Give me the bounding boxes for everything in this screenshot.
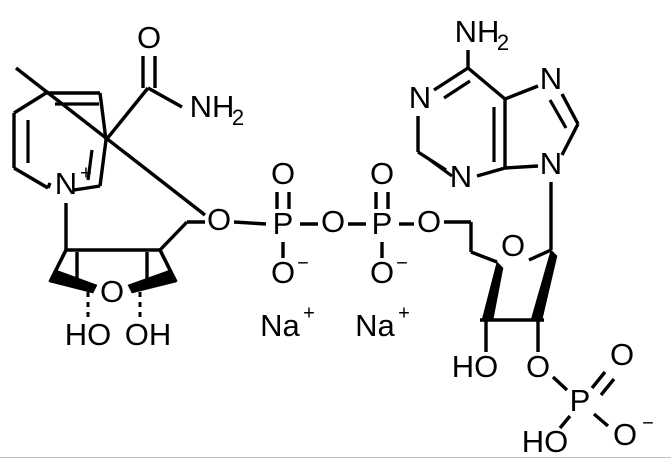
label-bridge-oxygen-c5prime: O xyxy=(207,202,231,237)
label-phosphate1-anion-charge: − xyxy=(297,252,309,274)
label-adenine-n1: N xyxy=(409,80,431,115)
label-pyridinium-charge: + xyxy=(80,162,92,184)
label-phosphate1-anion-oxygen: O xyxy=(271,255,295,290)
bond-c2-n1 xyxy=(73,184,101,192)
bond-left-ribose-c4-to-c5 xyxy=(158,220,189,252)
label-phosphate2: P xyxy=(372,206,393,241)
label-sodium-ion-2: Na xyxy=(355,308,395,343)
bond-ring-right-inner-double xyxy=(86,149,94,181)
label-amide-nitrogen: NH xyxy=(190,89,235,124)
label-phosphate3-anion-charge: − xyxy=(642,412,654,434)
bond-p3-double-b xyxy=(599,377,616,397)
label-sodium-ion-2-charge: + xyxy=(398,302,410,324)
label-phosphate3-oxygen-double: O xyxy=(610,337,634,372)
label-adenine-n9: N xyxy=(540,146,562,181)
two-prime-phosphate-group: P O O − HO xyxy=(522,337,654,459)
label-phosphate3-ester-oxygen: O xyxy=(526,349,550,384)
label-adenine-n7: N xyxy=(540,61,562,96)
nicotinamide-ring: N + xyxy=(12,91,108,250)
adenine-base: NH 2 N N N xyxy=(409,14,580,250)
label-phosphate2-anion-oxygen: O xyxy=(370,255,394,290)
pyrophosphate-group: P O O − O P O O − O xyxy=(233,156,441,290)
bond-c5-c6 xyxy=(466,66,507,101)
bond-p3-to-anion-oxygen xyxy=(592,412,610,428)
label-left-ribose-hydroxyl-right: OH xyxy=(125,317,172,352)
bottom-divider xyxy=(0,457,671,458)
label-right-ribose-ring-oxygen: O xyxy=(501,228,525,263)
label-bridging-oxygen: O xyxy=(321,204,345,239)
wedge-left-ribose-right xyxy=(127,269,177,294)
label-phosphate3: P xyxy=(570,383,591,418)
bond-ring-to-n xyxy=(46,182,52,189)
label-amide-nitrogen-subscript: 2 xyxy=(232,105,244,130)
label-left-ribose-hydroxyl-left: HO xyxy=(65,317,112,352)
bond-c6-n1 xyxy=(433,66,469,92)
bond-c3-to-carbonyl xyxy=(104,86,150,142)
label-phosphate3-hydroxyl: HO xyxy=(522,424,569,459)
label-adenine-amino: NH xyxy=(455,14,500,49)
label-phosphate1-oxygen-double: O xyxy=(271,156,295,191)
bond-ring-left-lower xyxy=(13,166,49,190)
bond-c5-to-c4 xyxy=(470,250,498,264)
bond-n7-c8-inner-double xyxy=(548,99,568,129)
anomeric-crossing-bond xyxy=(14,66,207,217)
label-amide-oxygen: O xyxy=(137,20,161,55)
bond-p3-double-a xyxy=(590,370,607,390)
left-ribose-ring: O HO OH O xyxy=(48,202,231,352)
label-sodium-ion-1-charge: + xyxy=(303,302,315,324)
wedge-right-ribose-left xyxy=(481,261,504,321)
bond-c5-n7 xyxy=(504,84,539,101)
label-adenine-amino-subscript: 2 xyxy=(497,30,509,55)
label-adenine-n3: N xyxy=(450,159,472,194)
bond-ring-right-lower xyxy=(98,139,108,187)
label-pyridinium-nitrogen: N xyxy=(55,166,77,201)
bond-esteroxygen-to-p3 xyxy=(551,375,569,392)
bond-n7-c8 xyxy=(560,93,580,125)
bond-ring-left-upper xyxy=(13,91,47,115)
sodium-ions: Na + Na + xyxy=(260,302,410,343)
label-phosphate3-anion-oxygen: O xyxy=(613,417,637,452)
bond-p3-to-hydroxyl xyxy=(558,414,572,430)
bond-c4-n9 xyxy=(504,164,539,170)
bond-ring-right-upper xyxy=(98,92,108,141)
bond-ringoxygen-to-c1 xyxy=(528,248,552,262)
label-phosphate1: P xyxy=(273,206,294,241)
label-phosphate2-anion-charge: − xyxy=(396,252,408,274)
wedge-left-ribose-left xyxy=(49,269,98,294)
label-ester-oxygen-right: O xyxy=(417,204,441,239)
right-ribose-ring: O HO O xyxy=(444,220,558,384)
carboxamide-group: O NH 2 xyxy=(104,20,244,142)
bond-c2-n3-double-inner xyxy=(429,158,453,178)
bond-long-diagonal-to-oxygen xyxy=(14,66,207,217)
wedge-right-ribose-right xyxy=(530,249,558,321)
label-sodium-ion-1: Na xyxy=(260,308,300,343)
label-right-ribose-hydroxyl: HO xyxy=(452,349,499,384)
bond-c6-n1-double-inner xyxy=(443,79,471,100)
bond-bridgeoxy-to-p1 xyxy=(233,220,267,226)
label-phosphate2-oxygen-double: O xyxy=(370,156,394,191)
bond-c8-n9 xyxy=(560,123,580,156)
label-left-ribose-ring-oxygen: O xyxy=(100,274,124,309)
bond-carbonyl-to-amide-n xyxy=(147,86,183,109)
bond-n3-c4 xyxy=(476,166,506,178)
